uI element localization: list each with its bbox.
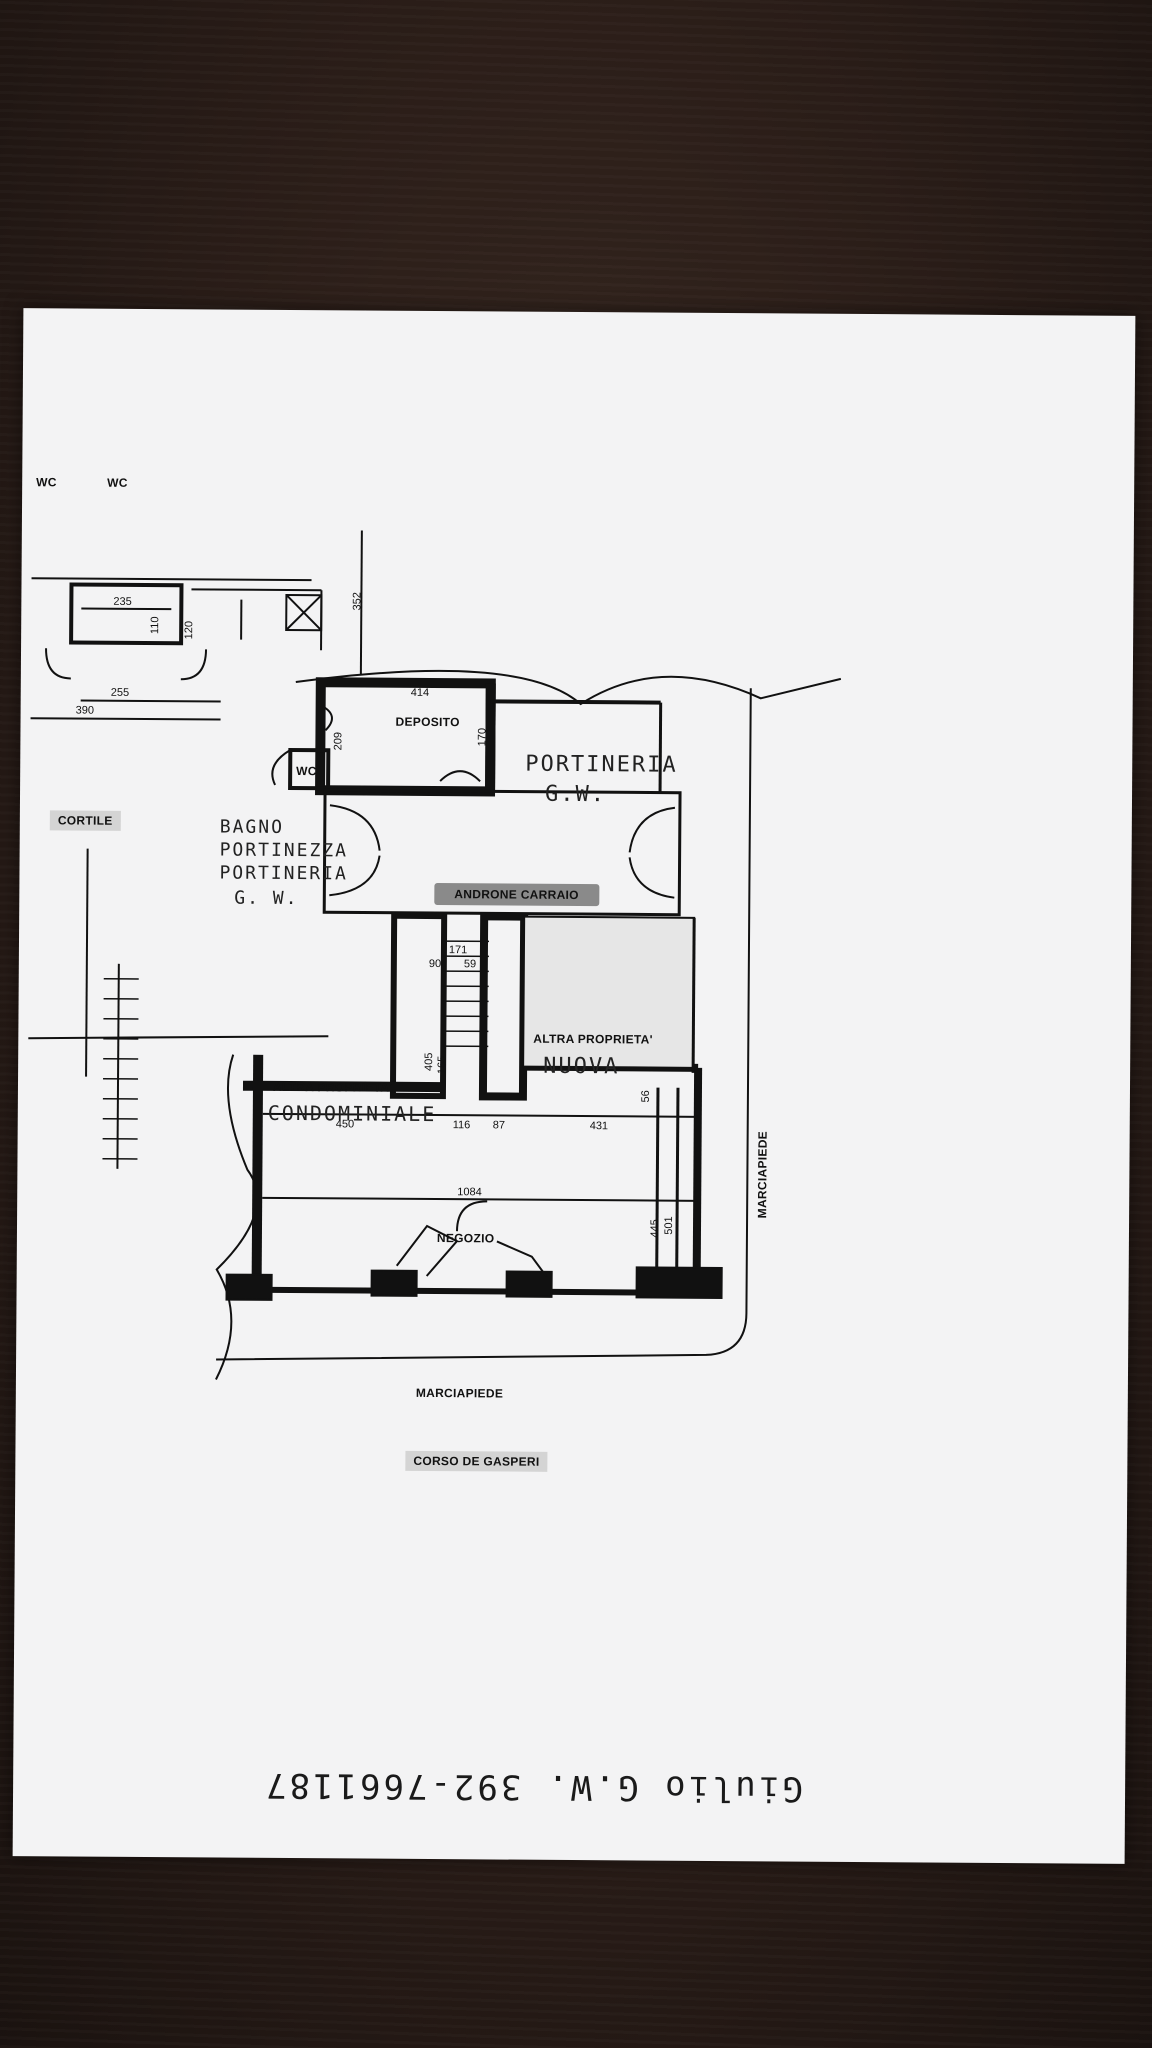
marciapiede-bottom-label: MARCIAPIEDE xyxy=(415,1385,504,1401)
dimension-56: 56 xyxy=(639,1090,652,1103)
dimension-431: 431 xyxy=(589,1120,609,1133)
deposito-label: DEPOSITO xyxy=(395,714,460,730)
dimension-line-255 xyxy=(80,699,221,703)
floor-plan-sheet: WC WC WC CORTILE DEPOSITO ANDRONE CARRAI… xyxy=(12,308,1136,1864)
cortile-label: CORTILE xyxy=(49,810,121,831)
cortile-boundary xyxy=(28,1035,329,1040)
handwritten-nuova: NUOVA xyxy=(543,1053,620,1080)
dimension-line-352 xyxy=(359,530,363,676)
dimension-501: 501 xyxy=(662,1216,676,1235)
scale-ruler xyxy=(116,963,120,1169)
dimension-390: 390 xyxy=(75,704,95,717)
handwritten-portinezza: PORTINEZZA xyxy=(219,839,349,862)
altra-proprieta-left-label: ALTRA PROPRIETA' xyxy=(272,1079,393,1095)
dimension-352: 352 xyxy=(351,592,364,611)
androne-carraio-label: ANDRONE CARRAIO xyxy=(434,883,599,907)
dimension-116: 116 xyxy=(452,1119,471,1132)
androne-door-left-top xyxy=(329,804,381,851)
irregular-boundary-top xyxy=(295,669,842,706)
floor-plan-drawing xyxy=(28,530,842,1380)
irregular-boundary-left xyxy=(215,1054,259,1380)
dimension-59: 59 xyxy=(463,958,477,971)
handwritten-portineria: PORTINERIA xyxy=(525,751,678,778)
dimension-405: 405 xyxy=(423,1052,436,1072)
wc-door-arc-right xyxy=(180,649,208,681)
handwritten-contact-note: Giulio G.W. 392-7661187 xyxy=(262,1764,804,1809)
wc-small-wall xyxy=(288,747,331,791)
dimension-1084: 1084 xyxy=(457,1186,482,1199)
deposito-walls xyxy=(315,677,496,797)
dimension-170: 170 xyxy=(476,727,489,747)
dimension-414: 414 xyxy=(410,686,430,699)
dimension-445: 445 xyxy=(648,1219,662,1238)
dimension-235: 235 xyxy=(113,595,132,608)
dimension-line-390 xyxy=(30,717,221,721)
dimension-90: 90 xyxy=(428,957,442,971)
wc-door-arc-left xyxy=(45,648,71,680)
street-name-label: CORSO DE GASPERI xyxy=(405,1450,548,1472)
shop-window-right xyxy=(496,1240,548,1278)
wc-label-right: WC xyxy=(107,475,128,490)
marciapiede-side-label: MARCIAPIEDE xyxy=(755,1130,770,1219)
handwritten-gw-2: G. W. xyxy=(234,887,299,910)
handwritten-condominiale: CONDOMINIALE xyxy=(267,1100,437,1127)
shop-entrance-door-arc xyxy=(455,1200,488,1232)
handwritten-portineria-gw: G.W. xyxy=(544,781,607,808)
wc-block-wall xyxy=(69,582,184,646)
stair-walls xyxy=(389,912,448,1100)
dimension-209: 209 xyxy=(332,731,345,751)
wc-label-left: WC xyxy=(36,475,57,490)
androne-door-left-bottom xyxy=(329,855,381,897)
shop-window-left xyxy=(395,1224,459,1277)
androne-door-right-bottom xyxy=(628,857,675,899)
negozio-label: NEGOZIO xyxy=(436,1231,495,1246)
dimension-255: 255 xyxy=(110,686,130,699)
shaft-box xyxy=(285,593,323,632)
androne-door-right-top xyxy=(628,806,676,853)
dimension-165: 165 xyxy=(436,1055,449,1075)
dimension-line-1084 xyxy=(262,1196,698,1202)
dimension-110: 110 xyxy=(149,616,162,635)
dimension-120: 120 xyxy=(183,620,196,640)
handwritten-bagno: BAGNO xyxy=(219,816,285,838)
altra-proprieta-right-label: ALTRA PROPRIETA' xyxy=(533,1031,653,1047)
dimension-171: 171 xyxy=(448,944,468,957)
wc-small-label: WC xyxy=(296,764,317,779)
dimension-87: 87 xyxy=(492,1119,506,1132)
dimension-line-450-431 xyxy=(262,1112,698,1118)
handwritten-portineria-2: PORTINERIA xyxy=(219,862,348,885)
sidewalk-outline xyxy=(216,688,752,1361)
